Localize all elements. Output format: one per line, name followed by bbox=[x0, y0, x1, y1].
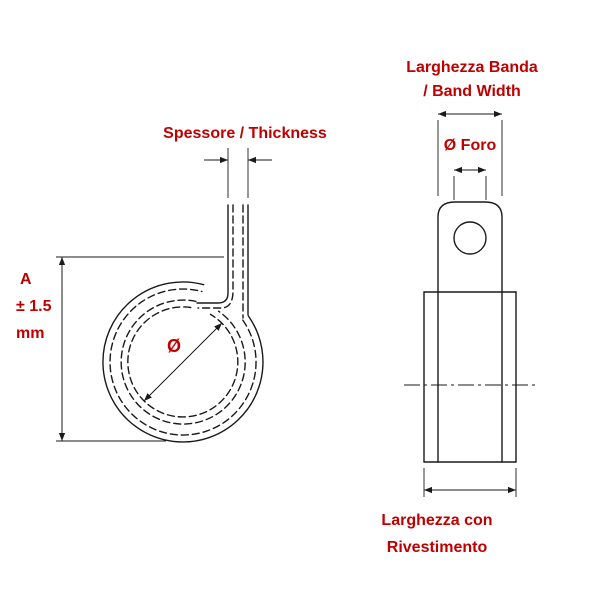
hole-diameter-dimension: Ø Foro bbox=[444, 137, 497, 200]
coated-width-dimension: Larghezza con Rivestimento bbox=[381, 468, 517, 556]
left-view-p-clip-profile: Ø Spessore / Thickness A ± 1.5 mm bbox=[16, 125, 327, 443]
hole-diameter-label: Ø Foro bbox=[444, 137, 497, 154]
right-view-side: Larghezza Banda / Band Width Ø Foro Larg… bbox=[381, 59, 537, 556]
inner-diameter-arrow bbox=[143, 322, 223, 402]
inner-diameter-symbol: Ø bbox=[167, 336, 181, 356]
tab-inner-left-line bbox=[197, 204, 234, 309]
height-label-line3: mm bbox=[16, 325, 44, 342]
band-width-dimension: Larghezza Banda / Band Width bbox=[406, 59, 538, 196]
band-width-label-line1: Larghezza Banda bbox=[406, 59, 538, 76]
loop-rubber-arc-1 bbox=[109, 288, 257, 436]
loop-outer-arc bbox=[102, 281, 264, 443]
mounting-tab-outline bbox=[437, 201, 503, 293]
tab-outer-left-line bbox=[196, 204, 229, 304]
height-label-line1: A bbox=[20, 271, 32, 288]
thickness-dimension: Spessore / Thickness bbox=[163, 125, 327, 198]
loop-rubber-arc-2 bbox=[120, 299, 246, 425]
height-label-line2: ± 1.5 bbox=[16, 298, 52, 315]
loop-inner-arc bbox=[127, 306, 239, 418]
band-width-label-line2: / Band Width bbox=[423, 83, 521, 100]
mounting-hole bbox=[453, 221, 487, 255]
coated-width-label-line1: Larghezza con bbox=[381, 512, 492, 529]
thickness-label: Spessore / Thickness bbox=[163, 125, 327, 142]
coated-width-label-line2: Rivestimento bbox=[387, 539, 488, 556]
height-dimension: A ± 1.5 mm bbox=[16, 256, 224, 442]
